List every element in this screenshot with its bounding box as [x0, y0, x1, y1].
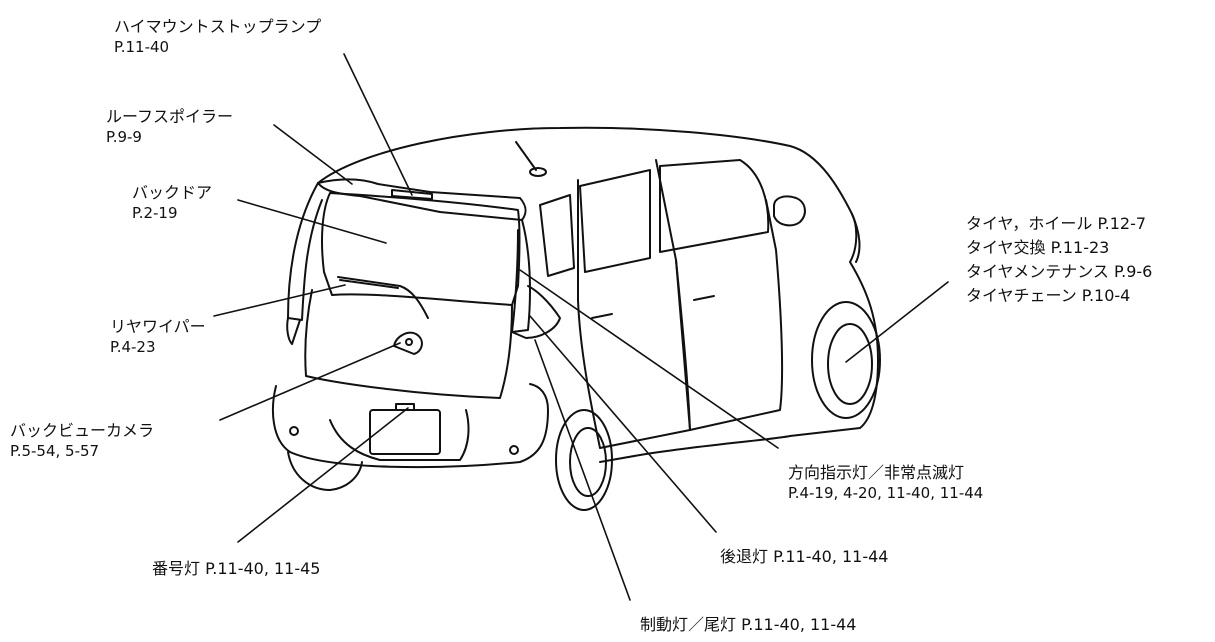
- left-rear-pillar: [288, 183, 322, 320]
- rear-wiper-page: P.4-23: [110, 337, 206, 358]
- leader-tire-wheel: [846, 282, 948, 362]
- front-door: [676, 200, 782, 430]
- label-back-door: バックドア P.2-19: [132, 182, 212, 224]
- leader-rear-wiper: [214, 285, 345, 316]
- label-rear-wiper: リヤワイパー P.4-23: [110, 316, 206, 358]
- left-rear-wheel: [288, 452, 362, 490]
- antenna-base: [530, 168, 546, 176]
- label-roof-spoiler: ルーフスポイラー P.9-9: [106, 106, 233, 148]
- label-turn-hazard: 方向指示灯／非常点滅灯 P.4-19, 4-20, 11-40, 11-44: [788, 462, 983, 504]
- rear-door-handle: [592, 314, 612, 318]
- leader-turn-hazard: [520, 270, 778, 448]
- camera-lens: [406, 339, 412, 345]
- left-reflector: [290, 427, 298, 435]
- right-reflector: [510, 446, 518, 454]
- left-tail-lamp: [287, 318, 300, 344]
- leader-brake-tail-lamp: [535, 340, 630, 600]
- leader-back-door: [238, 200, 386, 243]
- tire-wheel-line4: タイヤチェーン P.10-4: [966, 284, 1152, 308]
- leader-backup-lamp: [530, 316, 716, 532]
- label-tire-wheel: タイヤ，ホイール P.12-7 タイヤ交換 P.11-23 タイヤメンテナンス …: [966, 212, 1152, 308]
- back-door-page: P.2-19: [132, 203, 212, 224]
- leader-roof-spoiler: [274, 125, 352, 184]
- roof-spoiler-name: ルーフスポイラー: [106, 106, 233, 127]
- label-back-view-camera: バックビューカメラ P.5-54, 5-57: [10, 420, 154, 462]
- license-lamp-shape: [396, 404, 414, 410]
- label-license-lamp: 番号灯 P.11-40, 11-45: [152, 558, 321, 579]
- front-side-window: [660, 160, 768, 252]
- label-high-mount-stop-lamp: ハイマウントストップランプ P.11-40: [114, 16, 321, 58]
- back-door-name: バックドア: [132, 182, 212, 203]
- front-door-handle: [694, 296, 714, 300]
- rear-door: [578, 160, 690, 448]
- brake-tail-lamp-text: 制動灯／尾灯 P.11-40, 11-44: [640, 614, 857, 635]
- tire-wheel-line3: タイヤメンテナンス P.9-6: [966, 260, 1152, 284]
- antenna: [516, 142, 536, 170]
- side-body-outline: [600, 262, 878, 462]
- tire-wheel-line2: タイヤ交換 P.11-23: [966, 236, 1152, 260]
- roof-outline: [318, 128, 856, 262]
- quarter-window: [540, 195, 574, 276]
- front-wheel-inner: [828, 324, 872, 404]
- tire-wheel-line1: タイヤ，ホイール P.12-7: [966, 212, 1152, 236]
- turn-hazard-name: 方向指示灯／非常点滅灯: [788, 462, 983, 483]
- rear-wiper-name: リヤワイパー: [110, 316, 206, 337]
- label-backup-lamp: 後退灯 P.11-40, 11-44: [720, 546, 889, 567]
- leader-high-mount-lamp: [344, 54, 412, 195]
- back-view-camera-name: バックビューカメラ: [10, 420, 154, 441]
- high-mount-stop-lamp-page: P.11-40: [114, 37, 321, 58]
- turn-hazard-page: P.4-19, 4-20, 11-40, 11-44: [788, 483, 983, 504]
- label-brake-tail-lamp: 制動灯／尾灯 P.11-40, 11-44: [640, 614, 857, 635]
- side-mirror: [774, 196, 805, 225]
- high-mount-stop-lamp-name: ハイマウントストップランプ: [114, 16, 321, 37]
- rear-side-window: [580, 170, 650, 272]
- leader-back-view-camera: [220, 343, 400, 420]
- back-door-glass: [322, 193, 520, 305]
- license-lamp-text: 番号灯 P.11-40, 11-45: [152, 558, 321, 579]
- front-wheel-outer: [812, 302, 880, 418]
- rear-wiper: [338, 277, 428, 318]
- leader-license-lamp: [238, 408, 408, 542]
- back-view-camera-page: P.5-54, 5-57: [10, 441, 154, 462]
- backup-lamp-text: 後退灯 P.11-40, 11-44: [720, 546, 889, 567]
- license-plate: [370, 410, 440, 454]
- roof-spoiler-page: P.9-9: [106, 127, 233, 148]
